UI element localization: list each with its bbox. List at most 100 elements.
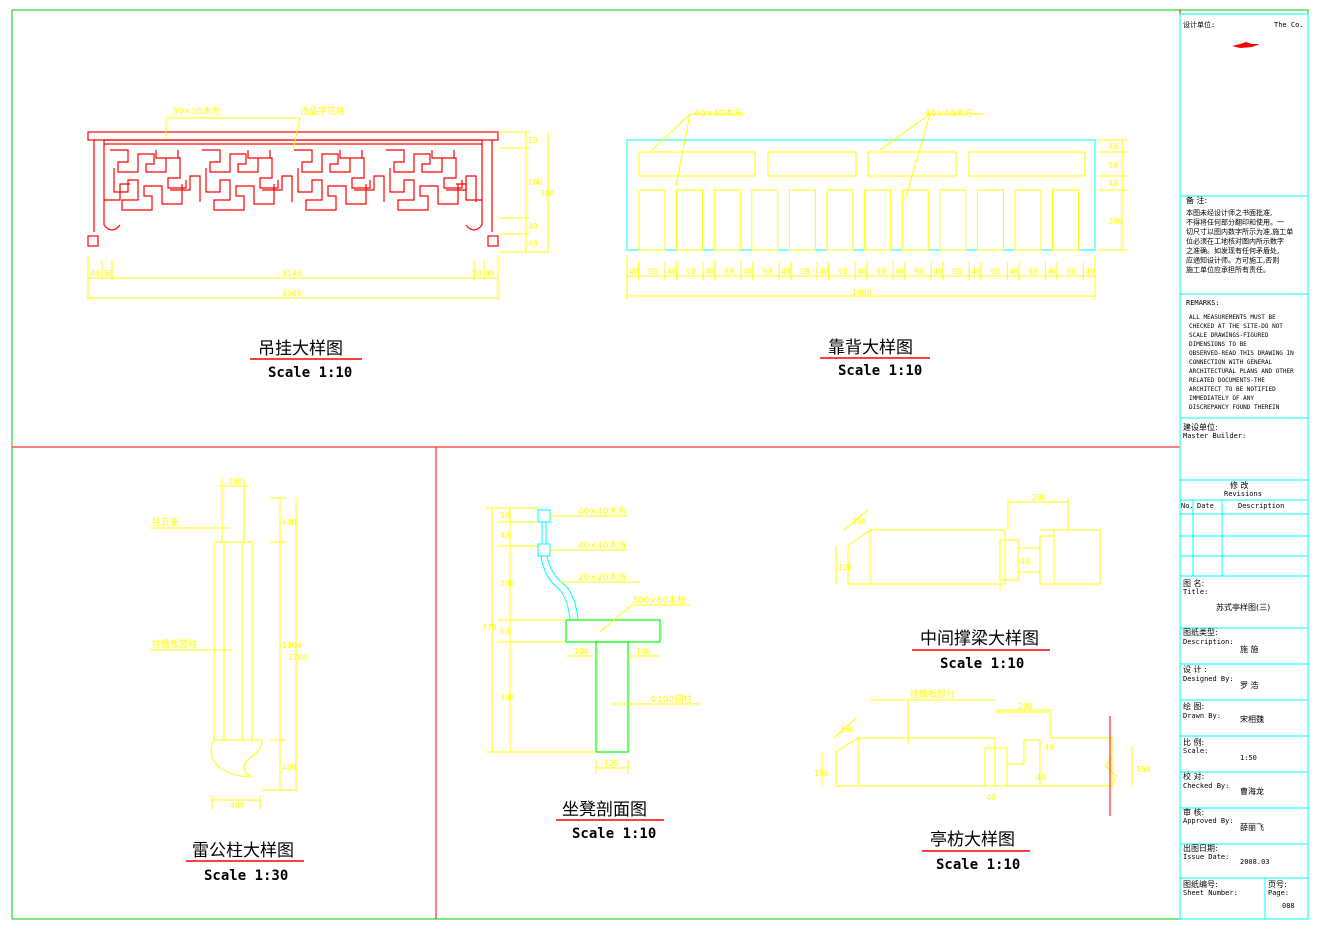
desc-label: 图纸类型: [1183,627,1218,637]
backrest-dim-b: 40 [629,267,639,276]
scale-label: 比 例: [1183,737,1204,747]
fang-dim-s2: 40 [1036,773,1046,782]
bench-dim-total: 770 [482,623,497,632]
title-block-grid [1180,195,1308,919]
rev-col-no: No. [1181,502,1194,510]
checked-label: 校 对: [1183,771,1204,781]
remarks-line: SCALE DRAWINGS-FIGURED [1189,332,1269,339]
approved-label: 审 核: [1183,807,1204,817]
backrest-dim-b: 40 [895,267,905,276]
column-dim-r1: 400 [282,518,297,527]
column-title: 雷公柱大样图 [192,841,294,861]
bench-note-5: Φ100圆柱 [650,693,692,705]
bench-note-4: 300×60木板 [632,594,686,606]
column-note-2: 挂檐板圆柱 [152,638,197,650]
backrest-note-2: 40×40木方 [925,107,973,119]
backrest-dim-b: 40 [1009,267,1019,276]
hanging-stubs [87,235,499,247]
beam-title: 中间撑梁大样图 [920,629,1039,649]
drawn-label: 绘 图: [1183,701,1204,711]
fang-dim-left: 150 [814,769,829,778]
bench-dim-l1: 50 [500,511,510,520]
remarks-line: RELATED DOCUMENTS-THE [1189,377,1265,384]
scale-label-en: Scale: [1183,747,1208,755]
backrest-dim-b: 40 [743,267,753,276]
backrest-dim-b: 90 [838,267,848,276]
beam-dim-left: 120 [838,563,853,572]
title-label: 图 名: [1183,578,1204,588]
date-label: 出图日期: [1183,843,1218,853]
column-dim-r3: 400 [282,763,297,772]
checked-value: 曹海龙 [1240,786,1264,796]
backrest-dim-total: 1600 [852,288,871,297]
date-value: 2008.03 [1240,858,1270,866]
company-logo [1232,42,1260,48]
designed-label-en: Designed By: [1183,675,1234,683]
bench-detail: 40×40木方 40×40木方 20×20木方 300×60木板 Φ100圆柱 … [482,505,700,842]
sheet-label: 图纸编号: [1183,879,1218,889]
notes-line: 之准确。如发现有任何矛盾处, [1186,246,1279,255]
backrest-dim-b: 40 [781,267,791,276]
hanging-dim-b3: 1140 [282,269,301,278]
fang-scale: Scale 1:10 [936,857,1020,873]
backrest-dim-b: 40 [933,267,943,276]
hanging-dim-total: 1300 [282,289,301,298]
backrest-dim-b: 40 [705,267,715,276]
backrest-dim-b: 90 [686,267,696,276]
backrest-dim-b: 90 [876,267,886,276]
bench-dim-l5: 300 [500,693,515,702]
hanging-note-2: 浅品字花格 [300,105,345,117]
bench-dim-l3: 200 [500,579,515,588]
fretwork-pattern [104,149,482,211]
notes-line: 本图未经设计师之书面批准, [1186,208,1272,217]
builder-label: 建设单位: [1183,422,1218,432]
backrest-dim-b: 90 [800,267,810,276]
bench-dim-m1: 100 [574,647,589,656]
backrest-dim-r4: 300 [1108,217,1123,226]
hanging-scale: Scale 1:10 [268,365,352,381]
backrest-slats [638,189,1080,251]
title-value: 苏式亭样图(三) [1216,602,1270,612]
notes-text: 本图未经设计师之书面批准,不得将任何部分翻印和使用。一切尺寸以图内数字所示为准,… [1186,208,1293,274]
builder-label-en: Master Builder: [1183,432,1246,440]
beam-dim-top: 200 [1032,493,1047,502]
page-label: 页号: [1268,880,1287,889]
column-scale: Scale 1:30 [204,868,288,884]
designed-value: 罗 浩 [1240,680,1259,690]
backrest-dim-b: 90 [990,267,1000,276]
notes-line: 位必须在工地核对图内所示数字 [1186,237,1284,246]
remarks-line: ARCHITECT TO BE NOTIFIED [1189,386,1276,393]
scale-value: 1:50 [1240,754,1257,762]
hanging-dim-r3: 40 [528,222,538,231]
title-label-en: Title: [1183,588,1208,596]
backrest-dim-b: 90 [1028,267,1038,276]
approved-value: 薛丽飞 [1240,822,1264,832]
hanging-dim-b4: 30 [472,269,482,278]
notes-line: 切尺寸以图内数字所示为准,施工单 [1186,227,1293,236]
backrest-dim-b: 90 [648,267,658,276]
date-label-en: Issue Date: [1183,853,1229,861]
backrest-dim-b: 90 [952,267,962,276]
column-note-1: 挂瓦条 [152,516,179,528]
drawn-label-en: Drawn By: [1183,712,1221,720]
bench-dim-m2: 100 [636,647,651,656]
beam-dim-small: 40 [1020,557,1030,566]
backrest-scale: Scale 1:10 [838,363,922,379]
notes-label: 备 注: [1186,195,1207,205]
fang-dim-s1: 40 [1044,743,1054,752]
company-name: The Co. [1274,21,1304,29]
revisions-label-en: Revisions [1224,490,1262,498]
fang-note: 挂檐板部分 [910,688,955,700]
sheet-label-en: Sheet Number: [1183,889,1238,897]
fang-dim-right: 150 [1136,765,1151,774]
backrest-dim-r2: 50 [1108,161,1118,170]
beam-detail: 200 120 160 40 中间撑梁大样图 Scale 1:10 [835,493,1101,672]
bench-note-3: 20×20木方 [578,571,626,583]
hanging-dim-total-h: 300 [540,189,555,198]
remarks-line: ARCHITECTURAL PLANS AND OTHER [1189,368,1294,375]
column-dim-r2: 1900 [282,641,301,650]
approved-label-en: Approved By: [1183,817,1234,825]
